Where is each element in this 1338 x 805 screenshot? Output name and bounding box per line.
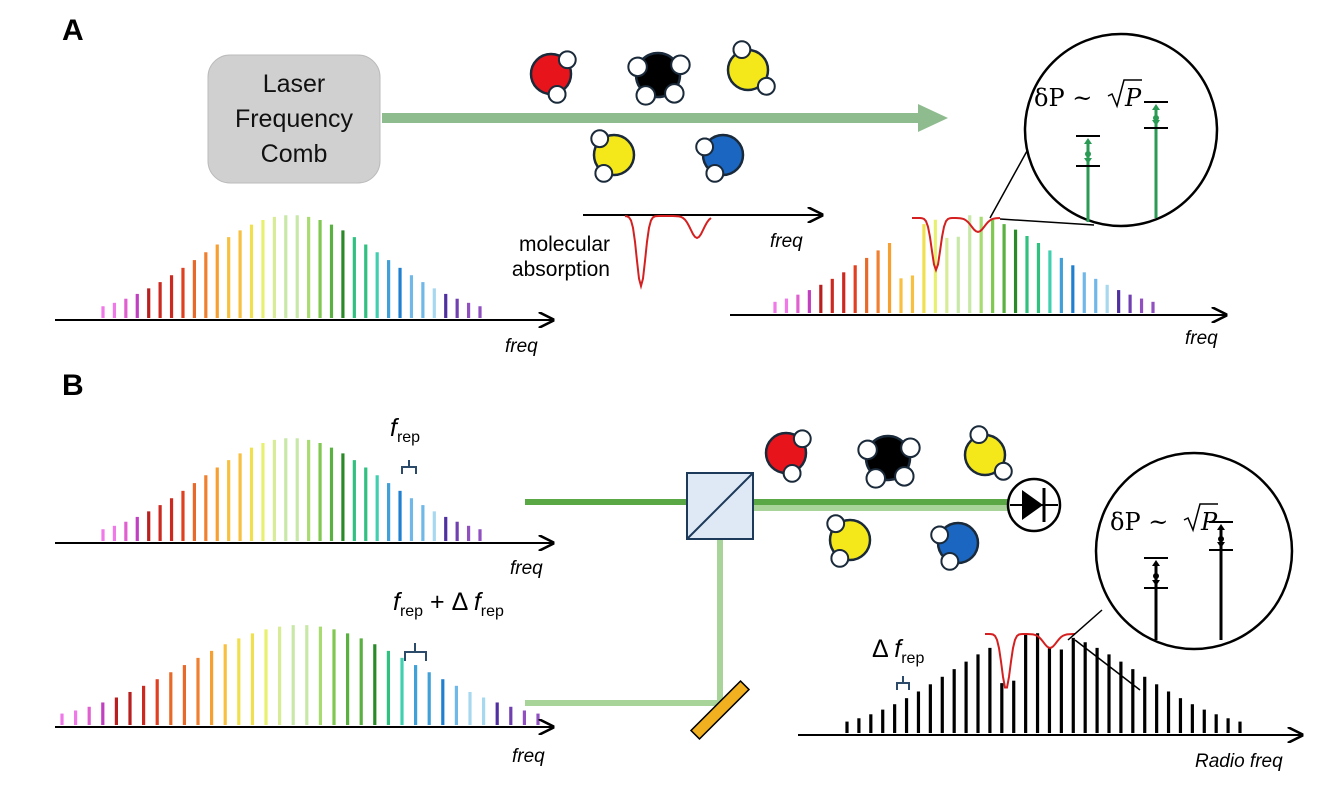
frep-label: frep (390, 414, 420, 446)
molecules-panel-a (529, 40, 776, 183)
zoom-a-line-bottom (999, 218, 1095, 226)
rf-comb-spectrum (845, 633, 1242, 733)
molecule-icon (963, 425, 1013, 481)
beam-splitter-diagonal (686, 472, 754, 540)
delta-frep-label: Δ frep (872, 635, 924, 667)
noise-eq-b-rhs: P (1200, 508, 1218, 536)
molecule-icon (695, 133, 745, 183)
molecule-icon (529, 50, 577, 104)
noise-eq-b-lhs: δP ~ (1110, 508, 1168, 536)
delta-frep-bracket (896, 676, 910, 690)
panel-label-a: A (62, 14, 84, 47)
radio-freq-label: Radio freq (1195, 751, 1283, 772)
freq-label-a-output: freq (1185, 328, 1218, 349)
noise-eq-a-rhs: P (1124, 84, 1142, 112)
molecule-icon (857, 434, 921, 489)
frep-delta-label: frep + Δ frep (393, 588, 504, 620)
sqrt-sign-a (1107, 79, 1142, 109)
freq-label-b-signal: freq (510, 558, 543, 579)
zoom-b-line-top (1067, 609, 1103, 641)
absorption-curve (624, 215, 712, 290)
zoom-circle-a (1023, 32, 1219, 228)
frep-delta-bracket (404, 643, 427, 661)
freq-label-a-input: freq (505, 336, 538, 357)
noise-eq-a-lhs: δP ~ (1034, 84, 1092, 112)
laser-box-line1: Laser (263, 70, 326, 98)
comb-spectrum-b-signal (101, 438, 482, 541)
rf-absorbed-envelope (985, 633, 1075, 689)
laser-box-line2: Frequency (235, 105, 354, 133)
molecule-icon (590, 129, 636, 183)
molecule-icon (627, 51, 691, 106)
absorbed-envelope-a (912, 217, 1001, 273)
zoom-b-content (1144, 521, 1233, 640)
comb-spectrum-a-absorbed (773, 215, 1155, 313)
molecule-icon (930, 521, 980, 571)
molecules-panel-b (764, 425, 1013, 571)
frep-bracket (401, 460, 417, 474)
laser-comb-box (207, 54, 381, 184)
mirror (689, 679, 751, 741)
freq-label-b-local: freq (512, 746, 545, 767)
molecule-icon (764, 429, 812, 483)
zoom-circle-b (1094, 451, 1294, 651)
comb-spectrum-a-input (101, 215, 482, 318)
sqrt-sign-b (1183, 503, 1218, 533)
laser-box-line3: Comb (261, 140, 328, 168)
absorption-freq-label: freq (770, 231, 803, 252)
absorption-label-line1: molecular (519, 233, 610, 256)
laser-beam-arrowhead (918, 104, 948, 132)
molecule-icon (826, 514, 872, 568)
zoom-a-content (1076, 101, 1168, 222)
absorption-label-line2: absorption (512, 258, 610, 281)
molecule-icon (726, 40, 776, 96)
zoom-b-line-bottom (1074, 639, 1141, 691)
comb-spectrum-b-local (60, 625, 540, 725)
photodetector-icon (1006, 477, 1062, 533)
panel-label-b: B (62, 369, 84, 402)
